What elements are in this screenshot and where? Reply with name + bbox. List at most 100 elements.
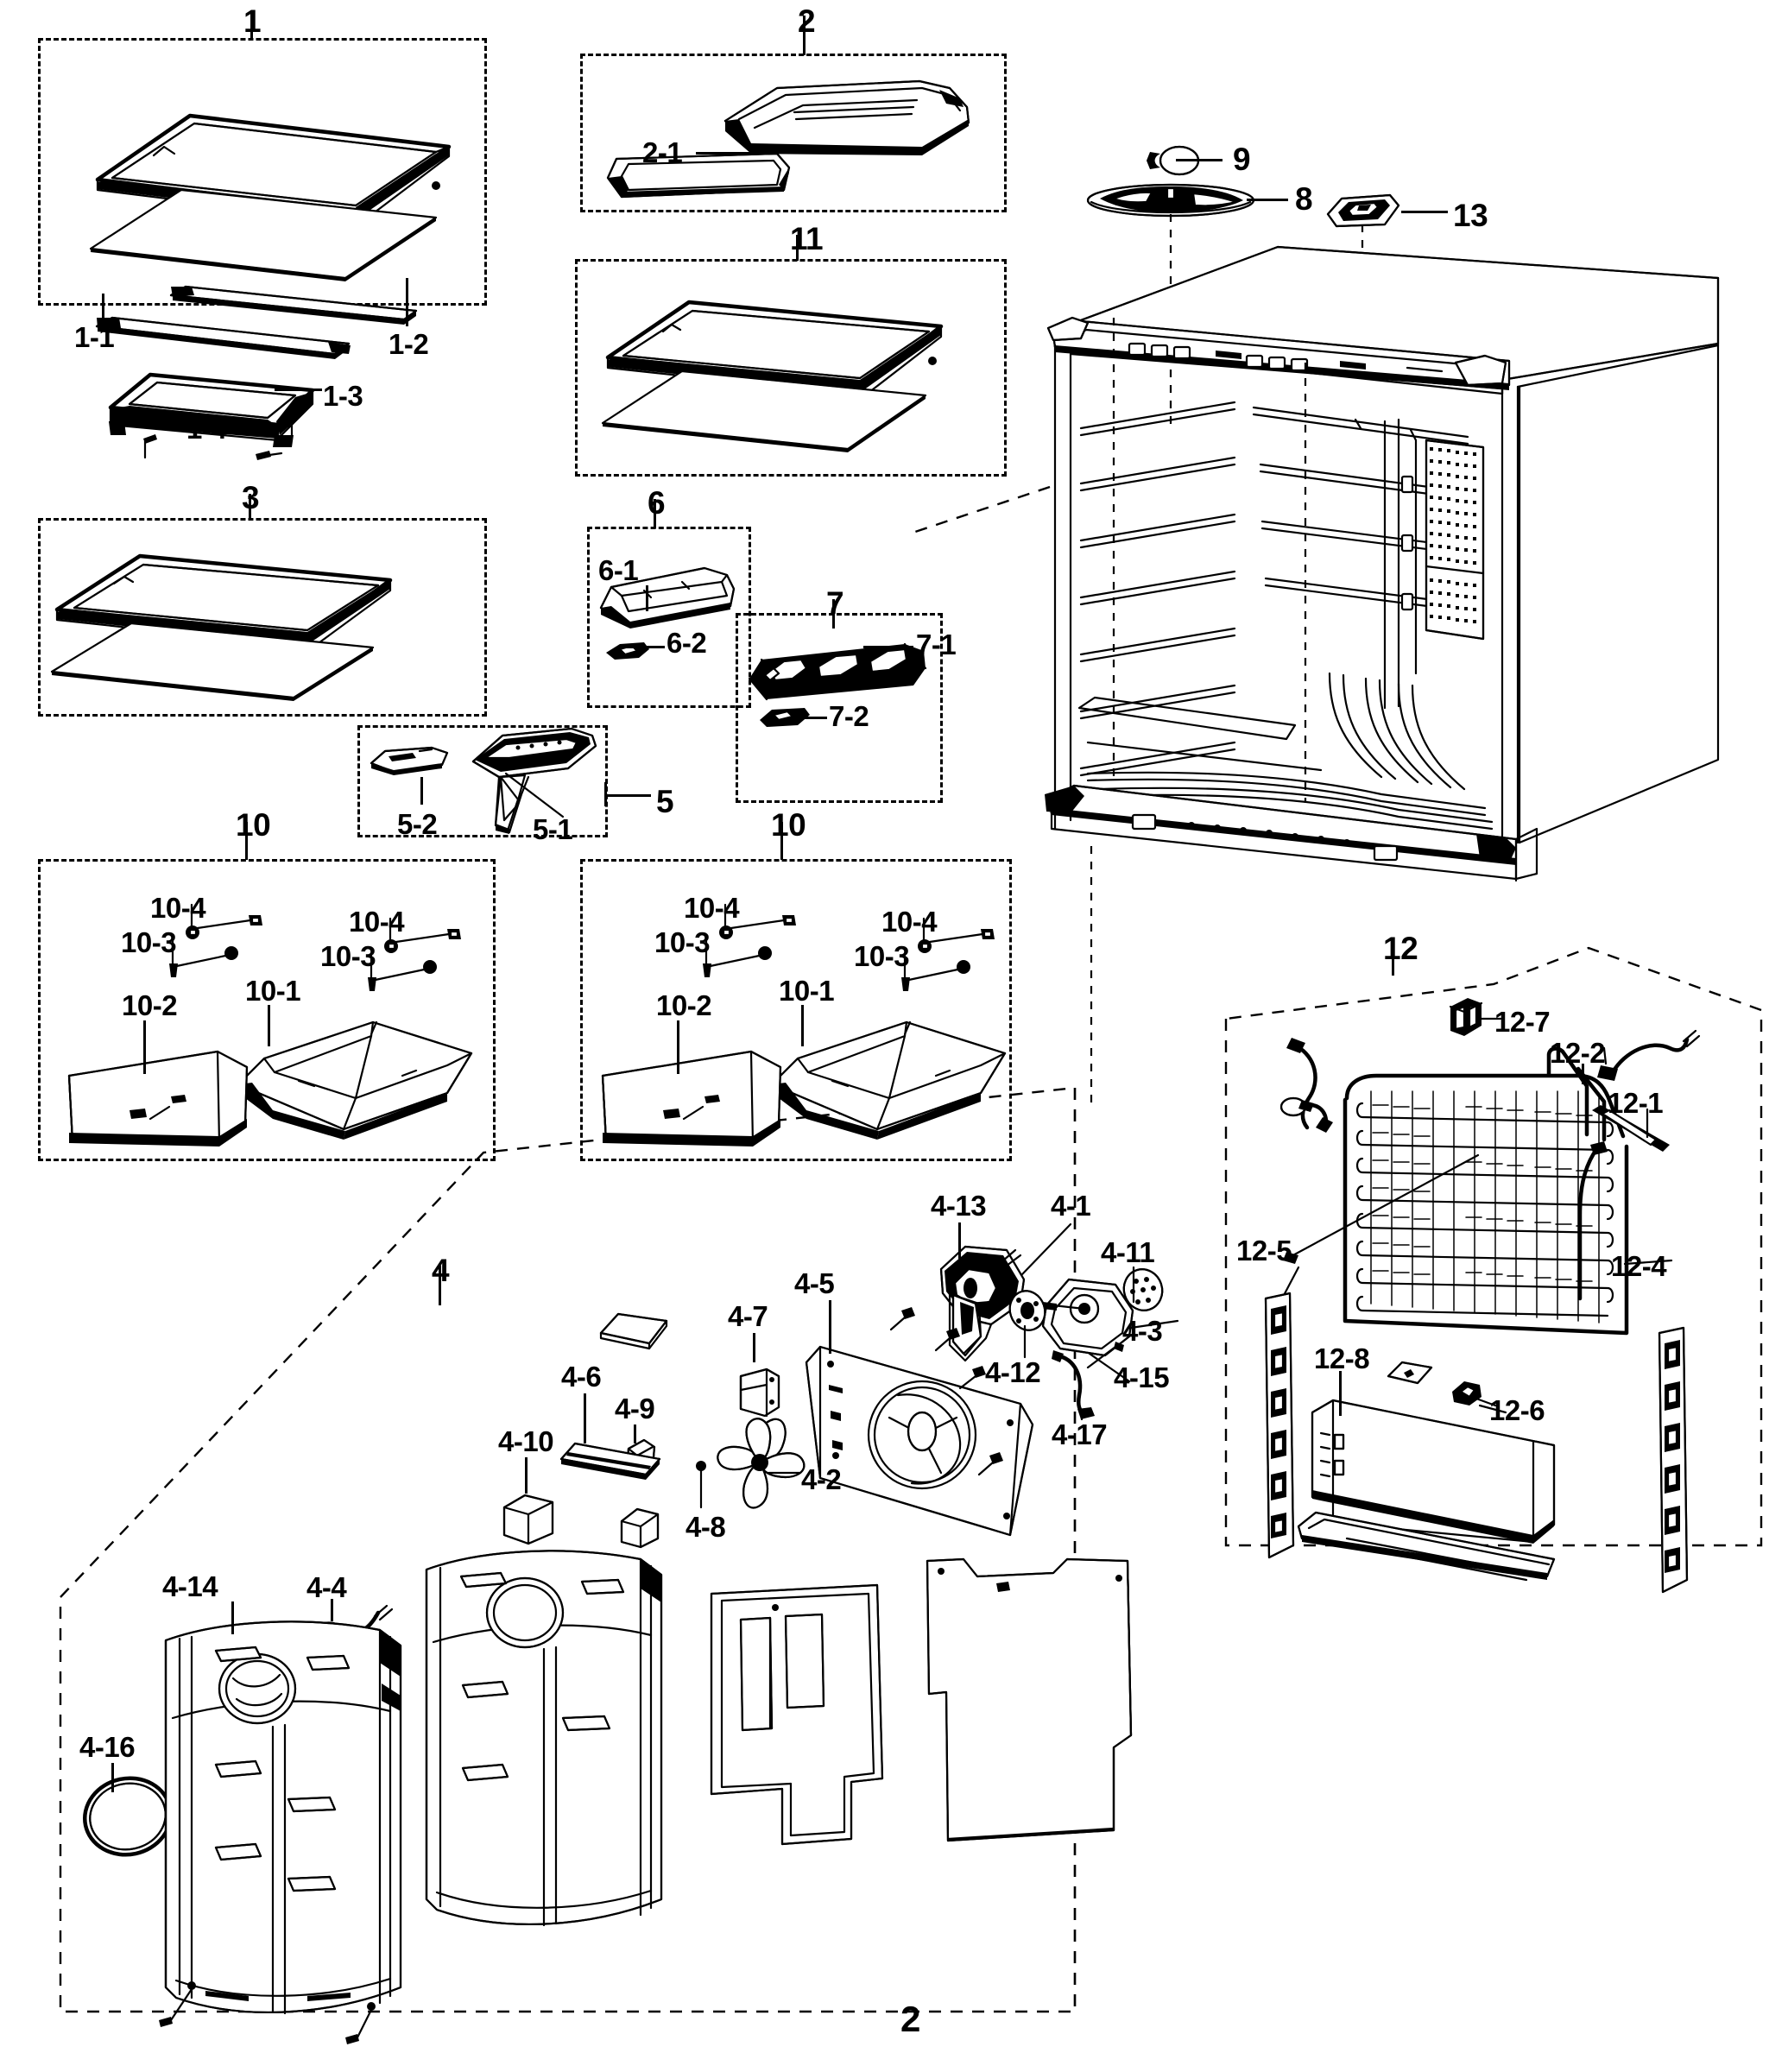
group-box-11 [575,259,1007,477]
callout-6-2: 6-2 [667,627,707,659]
part-12-drain-stub [1554,1138,1623,1311]
part-4-foam-pad [596,1305,673,1357]
group-box-3 [38,518,487,717]
callout-4-6: 4-6 [561,1361,602,1393]
part-4-14-duct-cover-panel [154,1608,430,2044]
part-10-3-10-4-fasteners-right [689,889,1017,1010]
leader-group-2 [803,16,806,55]
leader-4-2-line [767,1462,808,1483]
callout-10-4-right-b: 10-4 [881,906,938,938]
leader-4-4-stem [331,1599,333,1621]
leader-group-10-left [245,822,248,860]
leader-4-7-stem [753,1333,755,1362]
callout-10-3-left-a: 10-3 [121,926,177,958]
part-4-duct-cover-panel-rear [414,1537,691,1960]
leader-13 [1401,211,1448,213]
part-7-1-control-board [744,639,934,708]
leader-4-14-stem [231,1601,234,1634]
callout-4-8: 4-8 [686,1511,726,1543]
part-7-2-cover-bracket [756,706,825,732]
part-4-rear-duct-plate [915,1537,1166,1882]
leader-4-9-stem [634,1424,636,1443]
callout-4-9: 4-9 [615,1393,655,1424]
part-4-12-motor-mount-rubber [1001,1285,1053,1336]
assembly-dash-cabinet-left [914,483,1053,535]
callout-10-4-left-a: 10-4 [150,892,206,924]
callout-10-4-left-b: 10-4 [349,906,405,938]
callout-4-16: 4-16 [79,1731,136,1763]
group-box-12 [1209,932,1779,1554]
callout-5-1: 5-1 [533,813,573,845]
leader-5-2 [420,777,423,805]
leader-1-4 [147,425,185,427]
group-box-10-right [580,859,1012,1161]
part-10-2-drawer-front-right [594,1046,793,1159]
callout-1: 1 [243,3,262,39]
callout-4: 4 [432,1253,450,1288]
callout-4-12: 4-12 [985,1356,1041,1388]
group-box-2 [580,54,1007,212]
part-6-2-bin-clip [603,641,663,666]
leader-12-8-stem [1339,1371,1342,1416]
callout-10-3-right-b: 10-3 [854,940,910,972]
leader-group-11 [796,235,799,261]
leader-group-4 [439,1266,441,1305]
callout-12: 12 [1383,931,1418,966]
leader-1-4b [256,425,290,427]
leader-12-6-line [1478,1402,1514,1419]
part-4-screws-cluster [829,1274,1088,1490]
callout-10-2-right: 10-2 [656,989,712,1021]
part-12-6-clamp [1447,1376,1507,1419]
part-4-15-screw [1077,1340,1129,1374]
part-12-4-evaporator-coil [1319,1045,1682,1381]
leader-12-7-line [1480,1010,1507,1027]
part-4-13-motor-cover [924,1235,1045,1373]
part-12-side-rail-right [1647,1321,1699,1606]
part-10-1-drawer-case-right [758,1008,1008,1147]
leader-6-2 [620,646,665,648]
part-4-10-foam-block [496,1485,565,1554]
callout-10-1-left: 10-1 [245,975,301,1007]
callout-1-2: 1-2 [389,328,429,360]
callout-12-4: 12-4 [1611,1250,1667,1282]
part-4-7-bracket [730,1357,791,1426]
part-11-shelf-assembly [596,275,1001,469]
callout-4-15: 4-15 [1114,1361,1170,1393]
callout-4-13: 4-13 [931,1190,987,1222]
callout-12-6: 12-6 [1489,1394,1545,1426]
callout-3: 3 [242,480,260,515]
page-number: 2 [900,1999,920,2039]
part-4-inner-duct-plate [691,1563,941,1908]
part-2-1-drawer-front [603,147,801,207]
callout-6-1: 6-1 [598,554,639,586]
leader-10-2-right [677,1020,679,1074]
callout-2-1: 2-1 [642,136,683,168]
callout-10-4-right-a: 10-4 [684,892,740,924]
leader-9 [1176,159,1223,161]
leader-4-3-line [1129,1316,1183,1333]
callout-4-14: 4-14 [162,1570,218,1602]
leader-12-1-stem [1641,1108,1653,1140]
callout-4-10: 4-10 [498,1425,554,1457]
callout-12-5: 12-5 [1236,1235,1292,1267]
leader-4-17-stem [1076,1414,1088,1437]
callout-4-17: 4-17 [1052,1418,1108,1450]
part-12-1-drain-tube-clip [1587,1103,1682,1155]
leader-4-1-diagonal [1017,1221,1077,1278]
callout-1-4: 1-4 [186,413,227,445]
part-5-1-shelf-support-left [464,723,603,836]
leader-7-2 [793,717,827,719]
part-12-side-rail-left [1254,1286,1305,1571]
leader-5-1-diagonal [501,770,570,822]
callout-4-3: 4-3 [1122,1315,1163,1347]
assembly-dash-8 [1166,214,1176,430]
callout-5-2: 5-2 [397,808,438,840]
group-box-5 [357,725,608,837]
leader-10-1-right [801,1005,804,1046]
leader-4-10-stem [525,1457,528,1494]
part-6-1-bin-body [596,558,751,635]
callout-4-2: 4-2 [801,1463,842,1495]
callout-10-right: 10 [771,807,806,843]
leader-10-2-left [143,1020,146,1074]
group-box-6 [587,527,751,708]
